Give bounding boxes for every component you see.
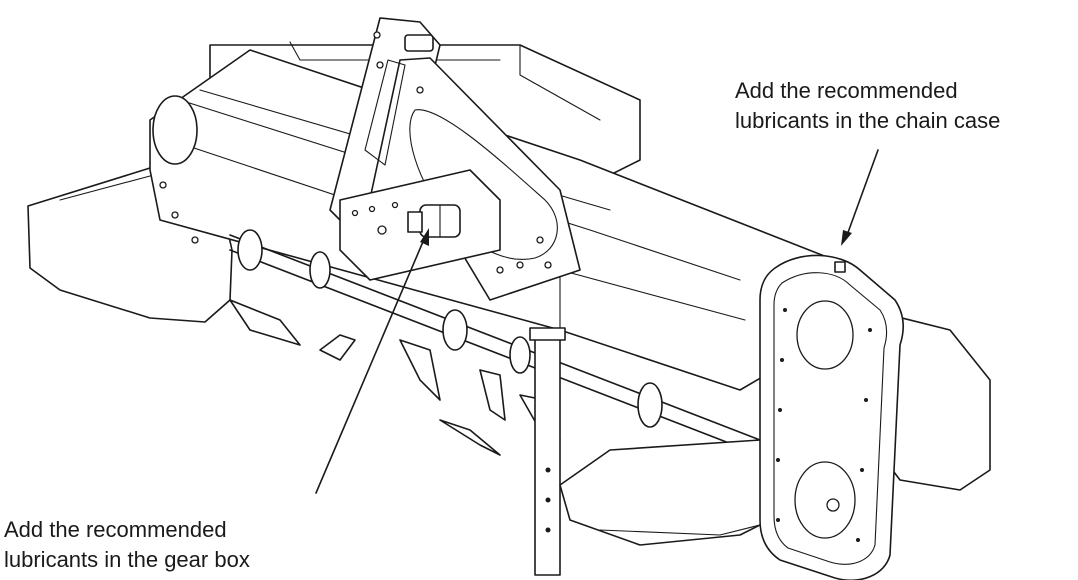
gear-box-callout-line1: Add the recommended — [4, 517, 227, 542]
chain-case-leader — [841, 149, 879, 246]
chain-case — [759, 254, 905, 580]
gear-box — [339, 169, 501, 281]
chain-case-arrowhead — [841, 230, 852, 246]
gear-box-leader — [315, 228, 429, 494]
gear-box-callout-line2: lubricants in the gear box — [4, 547, 250, 572]
gear-box-callout: Add the recommended lubricants in the ge… — [4, 515, 250, 575]
chain-case-callout: Add the recommended lubricants in the ch… — [735, 76, 1000, 136]
rotor-shaft — [229, 229, 761, 456]
parking-stand — [529, 327, 566, 576]
chain-case-callout-line2: lubricants in the chain case — [735, 108, 1001, 133]
right-skid-plate — [559, 439, 791, 546]
gear-box-arrowhead — [420, 228, 429, 246]
chain-case-callout-line1: Add the recommended — [735, 78, 958, 103]
